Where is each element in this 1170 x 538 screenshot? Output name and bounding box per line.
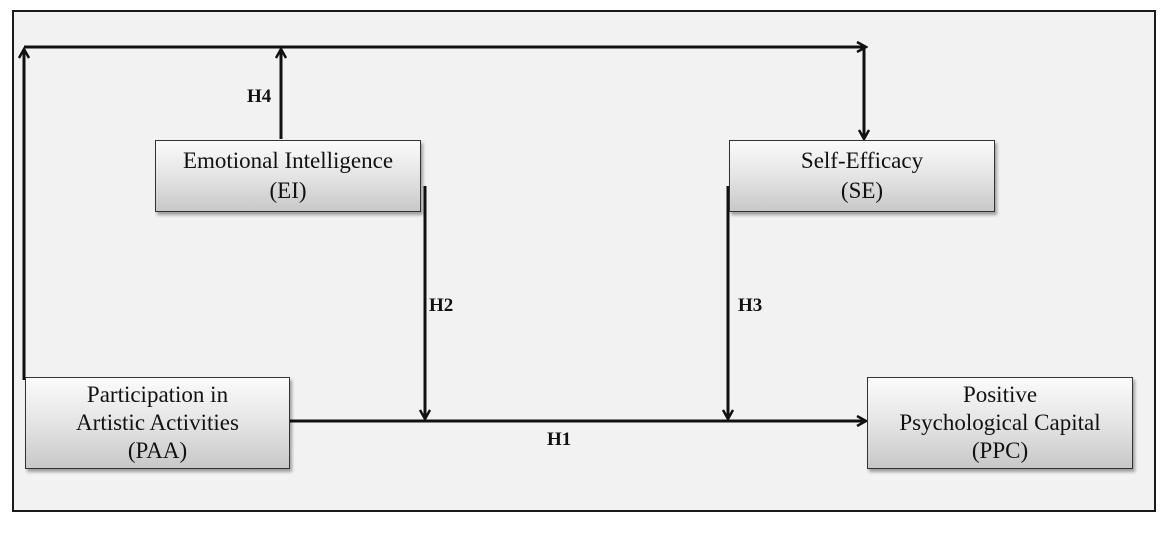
node-paa: Participation in Artistic Activities (PA…	[25, 377, 290, 469]
node-ei-line1: Emotional Intelligence	[182, 148, 394, 173]
label-h4: H4	[247, 86, 272, 107]
label-h3: H3	[738, 295, 763, 316]
node-paa-line1: Participation in	[86, 382, 229, 407]
node-se: Self-Efficacy (SE)	[729, 140, 995, 212]
label-h1: H1	[547, 429, 572, 450]
node-ei: Emotional Intelligence (EI)	[155, 140, 421, 212]
node-paa-line3: (PAA)	[127, 438, 188, 463]
node-paa-line2: Artistic Activities	[76, 410, 239, 435]
node-se-line2: (SE)	[840, 178, 884, 203]
node-se-line1: Self-Efficacy	[800, 148, 924, 173]
label-h2: H2	[429, 295, 454, 316]
node-ppc-line2: Psychological Capital	[899, 410, 1101, 435]
node-ei-line2: (EI)	[269, 178, 307, 203]
node-ppc-line1: Positive	[962, 382, 1038, 407]
node-ppc: Positive Psychological Capital (PPC)	[867, 377, 1133, 469]
node-ppc-line3: (PPC)	[971, 438, 1029, 463]
